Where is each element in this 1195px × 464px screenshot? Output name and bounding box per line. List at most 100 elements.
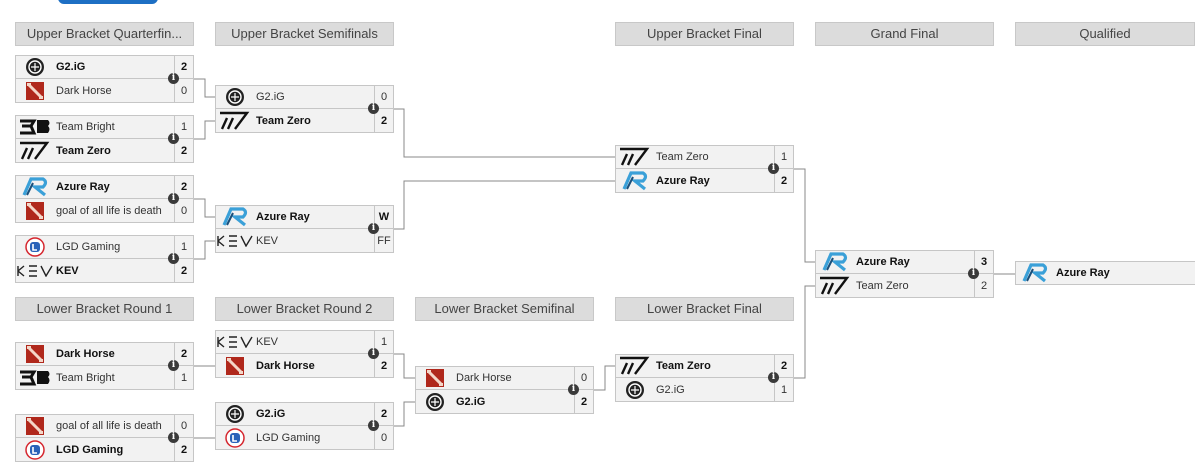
team-score: 2 (174, 259, 193, 282)
g2ig-logo (16, 56, 54, 78)
team-score: 3 (974, 251, 993, 273)
match-info-icon[interactable]: i (768, 372, 779, 383)
kev-logo (216, 331, 254, 353)
match-info-icon[interactable]: i (168, 133, 179, 144)
match-info-icon[interactable]: i (768, 163, 779, 174)
team-slot[interactable]: Team Zero 1 (615, 145, 794, 169)
team-name: Azure Ray (656, 174, 710, 187)
dota-logo (216, 355, 254, 377)
team-slot[interactable]: G2.iG 1 (615, 378, 794, 402)
team-name: G2.iG (56, 61, 86, 73)
team-score: 0 (574, 367, 593, 389)
team-name: Team Zero (656, 360, 711, 372)
team-zero-logo (816, 275, 854, 297)
team-zero-logo (616, 146, 654, 168)
g2ig-logo (216, 403, 254, 425)
match-info-icon[interactable]: i (368, 103, 379, 114)
match-info-icon[interactable]: i (168, 360, 179, 371)
team-name: Team Zero (656, 151, 709, 163)
kev-logo (216, 230, 254, 252)
match-info-icon[interactable]: i (568, 384, 579, 395)
match-info-icon[interactable]: i (168, 432, 179, 443)
match-info-icon[interactable]: i (368, 348, 379, 359)
lgd-logo (216, 427, 254, 449)
match-info-icon[interactable]: i (368, 420, 379, 431)
team-name: G2.iG (456, 395, 486, 408)
team-score: 1 (774, 146, 793, 168)
match-info-icon[interactable]: i (168, 193, 179, 204)
team-score: 2 (374, 354, 393, 377)
header-grand-final: Grand Final (815, 22, 994, 46)
header-upper-bracket-final: Upper Bracket Final (615, 22, 794, 46)
team-name: Dark Horse (56, 84, 112, 97)
team-score: 2 (174, 176, 193, 198)
header-upper-bracket-semifinals: Upper Bracket Semifinals (215, 22, 394, 46)
team-score: 1 (174, 236, 193, 258)
team-score: 1 (774, 378, 793, 401)
match-info-icon[interactable]: i (168, 73, 179, 84)
team-zero-logo (616, 355, 654, 377)
qualified-team-name: Azure Ray (1056, 267, 1110, 279)
match-info-icon[interactable]: i (968, 268, 979, 279)
top-tab-indicator[interactable] (58, 0, 158, 4)
team-score: 1 (174, 366, 193, 389)
team-score: 1 (174, 116, 193, 138)
team-score: 0 (174, 79, 193, 102)
team-slot[interactable]: Team Bright 1 (15, 366, 194, 390)
team-score: 1 (374, 331, 393, 353)
match-info-icon[interactable]: i (368, 223, 379, 234)
dota-logo (416, 367, 454, 389)
team-name: Team Bright (56, 371, 115, 384)
team-name: G2.iG (656, 383, 685, 396)
team-slot[interactable]: Dark Horse 0 (15, 79, 194, 103)
lgd-logo (16, 439, 54, 461)
team-name: Team Zero (856, 279, 909, 292)
kev-logo (16, 260, 54, 282)
match-info-icon[interactable]: i (168, 253, 179, 264)
team-score: 2 (174, 343, 193, 365)
header-lower-bracket-semifinal: Lower Bracket Semifinal (415, 297, 594, 321)
team-score: 0 (374, 426, 393, 449)
qualified-team[interactable]: Azure Ray (1015, 261, 1195, 285)
team-score: FF (374, 229, 393, 252)
team-score: 0 (174, 415, 193, 437)
